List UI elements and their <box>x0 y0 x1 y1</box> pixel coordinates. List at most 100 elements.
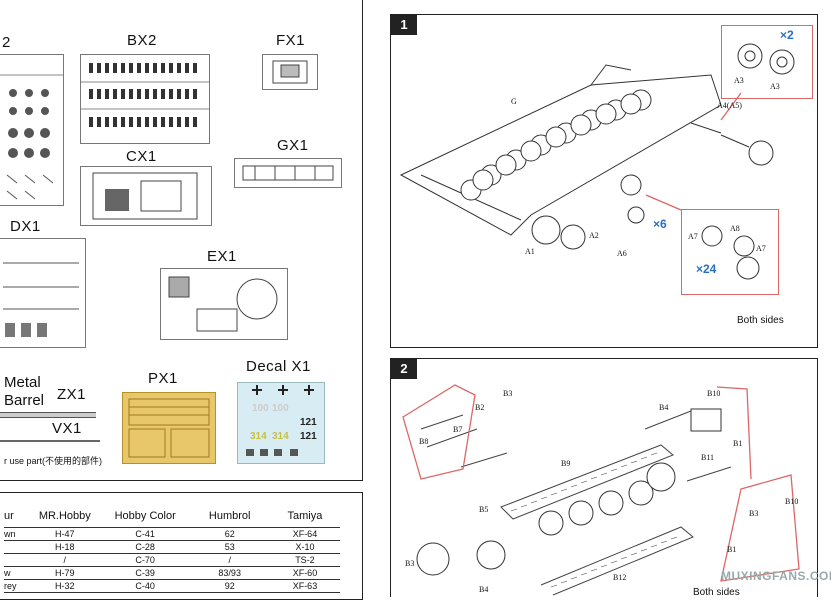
part-label: B3 <box>405 559 415 568</box>
sprue-ex-label: EX1 <box>207 248 237 265</box>
table-cell: C-28 <box>100 540 190 554</box>
part-label: B3 <box>503 389 513 398</box>
table-cell: C-70 <box>100 553 190 567</box>
photoetch-sheet <box>122 392 216 464</box>
part-label: B7 <box>453 425 463 434</box>
part-label: A6 <box>617 249 627 258</box>
table-cell: XF-60 <box>269 566 340 580</box>
table-cell: H-18 <box>28 540 101 554</box>
part-label: B3 <box>749 509 759 518</box>
decal-number: 100 <box>272 403 289 414</box>
parts-panel: 2 BX2 FX1 CX1 <box>0 0 363 481</box>
table-cell <box>4 553 29 567</box>
part-label: B9 <box>561 459 571 468</box>
step-1-panel: 1 ×2 A3 A3 ×24 A7 A8 A7 ×6 <box>390 14 818 348</box>
table-row: /C-70/TS-2 <box>4 553 340 567</box>
table-cell: C-39 <box>100 566 190 580</box>
sprue-gx <box>234 158 342 188</box>
photoetch-px-label: PX1 <box>148 370 178 387</box>
table-cell: H-32 <box>28 579 101 593</box>
part-label: B10 <box>707 389 721 398</box>
table-cell <box>4 540 29 554</box>
decal-label: Decal X1 <box>246 358 311 375</box>
part-label: B11 <box>701 453 715 462</box>
table-cell: TS-2 <box>269 553 340 567</box>
watermark: MUXINGFANS.COM <box>721 569 831 583</box>
sprue-ex <box>160 268 288 340</box>
multiplier-x2: ×2 <box>780 28 794 42</box>
table-cell: C-40 <box>100 579 190 593</box>
callout-road-wheels: ×24 A7 A8 A7 <box>681 209 779 295</box>
sprue-gx-label: GX1 <box>277 137 309 154</box>
sprue-a <box>0 54 64 206</box>
table-cell: / <box>28 553 101 567</box>
sprue-fx <box>262 54 318 90</box>
step-1-footer: Both sides <box>737 315 784 326</box>
sprue-dx-label: DX1 <box>10 218 41 235</box>
track-drawing <box>402 384 800 596</box>
table-header: ur <box>4 505 29 528</box>
step-2-panel: 2 B3 B2 B7 B8 B5 B9 B4 B10 B1 B11 B3 B12… <box>390 358 831 598</box>
table-cell: 53 <box>189 540 270 554</box>
part-label: A1 <box>525 247 535 256</box>
part-label: B4 <box>479 585 489 594</box>
table-header: Hobby Color <box>100 505 190 528</box>
sprue-bx-label: BX2 <box>127 32 157 49</box>
part-label: A7 <box>756 244 766 253</box>
table-cell: rey <box>4 579 29 593</box>
part-label: B10 <box>785 497 799 506</box>
part-label: B1 <box>733 439 743 448</box>
multiplier-x6: ×6 <box>653 217 667 231</box>
part-label: A3 <box>770 82 780 91</box>
decal-number: 314 <box>250 431 267 442</box>
sprue-cx <box>80 166 212 226</box>
decal-sheet: 100 100 121 314 314 121 <box>237 382 325 464</box>
table-cell: wn <box>4 527 29 541</box>
table-cell: 62 <box>189 527 270 541</box>
step-2-number: 2 <box>391 359 417 379</box>
table-cell: w <box>4 566 29 580</box>
table-cell: 92 <box>189 579 270 593</box>
part-label: A8 <box>730 224 740 233</box>
sprue-cx-label: CX1 <box>126 148 157 165</box>
part-label: B8 <box>419 437 429 446</box>
table-cell: X-10 <box>269 540 340 554</box>
paint-table: ur MR.Hobby Hobby Color Humbrol Tamiya w… <box>4 505 340 593</box>
table-cell: 83/93 <box>189 566 270 580</box>
sprue-dx <box>0 238 86 348</box>
sprue-fx-label: FX1 <box>276 32 306 49</box>
barrel-rod-z <box>0 412 96 418</box>
part-label: B12 <box>613 573 627 582</box>
table-cell: XF-64 <box>269 527 340 541</box>
multiplier-x24: ×24 <box>696 262 717 276</box>
table-header: Humbrol <box>189 505 270 528</box>
table-cell: H-47 <box>28 527 101 541</box>
part-label: G <box>511 97 517 106</box>
decal-number: 121 <box>300 417 317 428</box>
barrel-rod-v <box>0 440 100 442</box>
part-label: A2 <box>589 231 599 240</box>
table-header: Tamiya <box>269 505 340 528</box>
part-label: A3 <box>734 76 744 85</box>
table-cell: H-79 <box>28 566 101 580</box>
part-label: B2 <box>475 403 485 412</box>
table-cell: XF-63 <box>269 579 340 593</box>
sprue-a-label: 2 <box>2 34 11 51</box>
part-label: B5 <box>479 505 489 514</box>
hull-drawing <box>399 64 774 250</box>
part-label: A7 <box>688 232 698 241</box>
decal-number: 314 <box>272 431 289 442</box>
sprue-bx <box>80 54 210 144</box>
step-1-number: 1 <box>391 15 417 35</box>
metal-barrel-label: Metal Barrel <box>4 374 45 409</box>
table-cell: C-41 <box>100 527 190 541</box>
part-label: B1 <box>727 545 737 554</box>
table-header: MR.Hobby <box>28 505 101 528</box>
decal-number: 121 <box>300 431 317 442</box>
part-label: A4(A5) <box>717 101 742 110</box>
table-cell: / <box>189 553 270 567</box>
callout-idler-wheel: ×2 A3 A3 <box>721 25 813 99</box>
